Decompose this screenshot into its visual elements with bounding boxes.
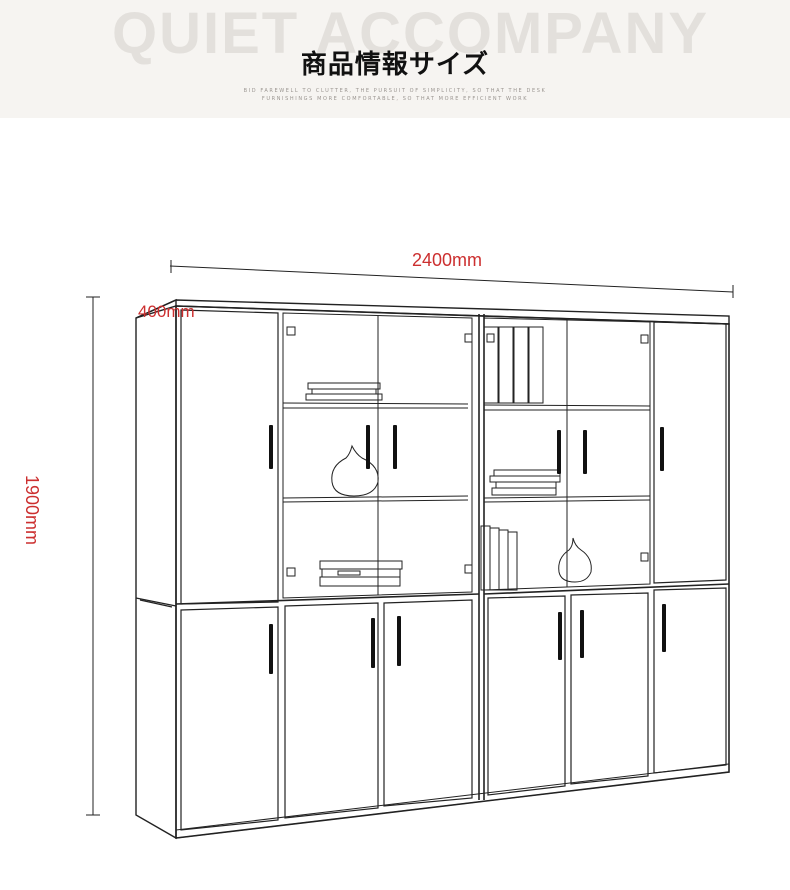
books-stack-3	[489, 469, 561, 496]
width-label: 2400mm	[412, 250, 483, 270]
upper-left-door	[180, 309, 279, 605]
upper-right-door	[653, 321, 727, 584]
width-dimension-line	[169, 260, 734, 298]
cabinet-side-panel	[135, 298, 177, 840]
door-handles	[269, 425, 666, 674]
books-upright	[480, 525, 518, 591]
watermark-text: QUIET ACCOMPANY	[112, 1, 710, 66]
lower-doors	[180, 587, 727, 831]
height-label: 1900mm	[22, 475, 42, 546]
upper-right-glass	[483, 317, 651, 591]
depth-label: 400mm	[138, 302, 195, 321]
tagline-line-1: BID FAREWELL TO CLUTTER, THE PURSUIT OF …	[243, 88, 547, 94]
binders	[483, 326, 544, 404]
books-stack-1	[305, 382, 383, 401]
page-title: 商品情報サイズ	[300, 50, 490, 80]
vase-2	[558, 537, 592, 583]
header-banner: QUIET ACCOMPANY 商品情報サイズ BID FAREWELL TO …	[0, 0, 790, 118]
cabinet-plinth	[175, 763, 730, 839]
cabinet-top	[135, 299, 730, 325]
upper-left-glass	[282, 312, 473, 599]
vase-1	[331, 444, 379, 497]
hinges	[286, 326, 649, 577]
tagline-line-2: FURNISHINGS MORE COMFORTABLE, SO THAT MO…	[261, 96, 529, 102]
cabinet-front-frame	[175, 305, 730, 839]
books-stack-2	[319, 560, 403, 587]
height-dimension-line	[86, 296, 100, 816]
